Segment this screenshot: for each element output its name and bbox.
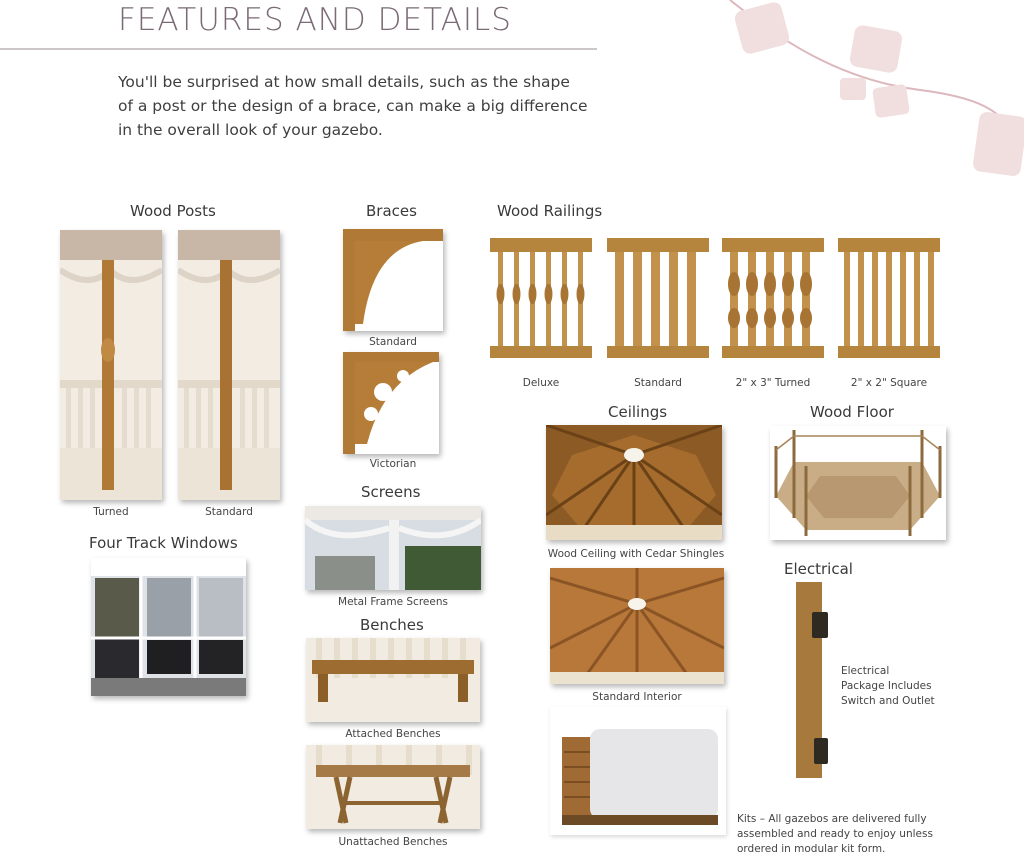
square-2x2-railing-caption: 2" x 2" Square — [850, 377, 928, 389]
unattached-benches-photo — [306, 745, 480, 829]
turned-2x3-railing-caption: 2" x 3" Turned — [735, 377, 811, 389]
wood-floor-heading: Wood Floor — [810, 403, 894, 421]
victorian-brace-caption: Victorian — [369, 458, 417, 470]
turned-2x3-railing-photo — [722, 234, 824, 362]
intro-paragraph: You'll be surprised at how small details… — [118, 73, 588, 139]
standard-interior-ceiling-photo — [550, 568, 724, 684]
standard-brace-photo — [343, 229, 443, 331]
ceilings-heading: Ceilings — [608, 403, 668, 421]
wood-posts-heading: Wood Posts — [130, 202, 216, 220]
page-title: FEATURES AND DETAILS — [118, 2, 512, 38]
screens-heading: Screens — [361, 483, 421, 501]
standard-interior-ceiling-caption: Standard Interior — [592, 691, 682, 703]
standard-brace-caption: Standard — [369, 336, 417, 348]
electrical-heading: Electrical — [784, 560, 853, 578]
victorian-brace-photo — [343, 352, 439, 454]
wood-floor-photo — [770, 426, 946, 540]
turned-post-photo — [60, 230, 162, 500]
deluxe-railing-caption: Deluxe — [522, 377, 560, 389]
electrical-post-photo — [792, 582, 832, 778]
turned-post-caption: Turned — [93, 506, 129, 518]
deluxe-railing-photo — [490, 234, 592, 362]
standard-railing-photo — [607, 234, 709, 362]
attached-benches-photo — [306, 638, 480, 722]
four-track-windows-heading: Four Track Windows — [89, 534, 238, 552]
four-track-windows-photo — [91, 558, 246, 696]
unattached-benches-caption: Unattached Benches — [338, 836, 448, 848]
standard-railing-caption: Standard — [634, 377, 682, 389]
cedar-shingle-ceiling-photo — [546, 425, 722, 540]
standard-post-photo — [178, 230, 280, 500]
gazebo-kit-photo — [550, 707, 726, 835]
metal-frame-screens-photo — [305, 506, 481, 590]
square-2x2-railing-photo — [838, 234, 940, 362]
metal-frame-screens-caption: Metal Frame Screens — [338, 596, 448, 608]
standard-post-caption: Standard — [205, 506, 253, 518]
braces-heading: Braces — [366, 202, 417, 220]
attached-benches-caption: Attached Benches — [345, 728, 441, 740]
decorative-petals-graphic — [720, 0, 1024, 210]
kits-note: Kits – All gazebos are delivered fully a… — [737, 813, 933, 855]
benches-heading: Benches — [360, 616, 424, 634]
electrical-note: Electrical Package Includes Switch and O… — [841, 665, 935, 707]
wood-railings-heading: Wood Railings — [497, 202, 603, 220]
cedar-shingle-ceiling-caption: Wood Ceiling with Cedar Shingles — [547, 548, 725, 560]
title-divider — [0, 48, 597, 50]
